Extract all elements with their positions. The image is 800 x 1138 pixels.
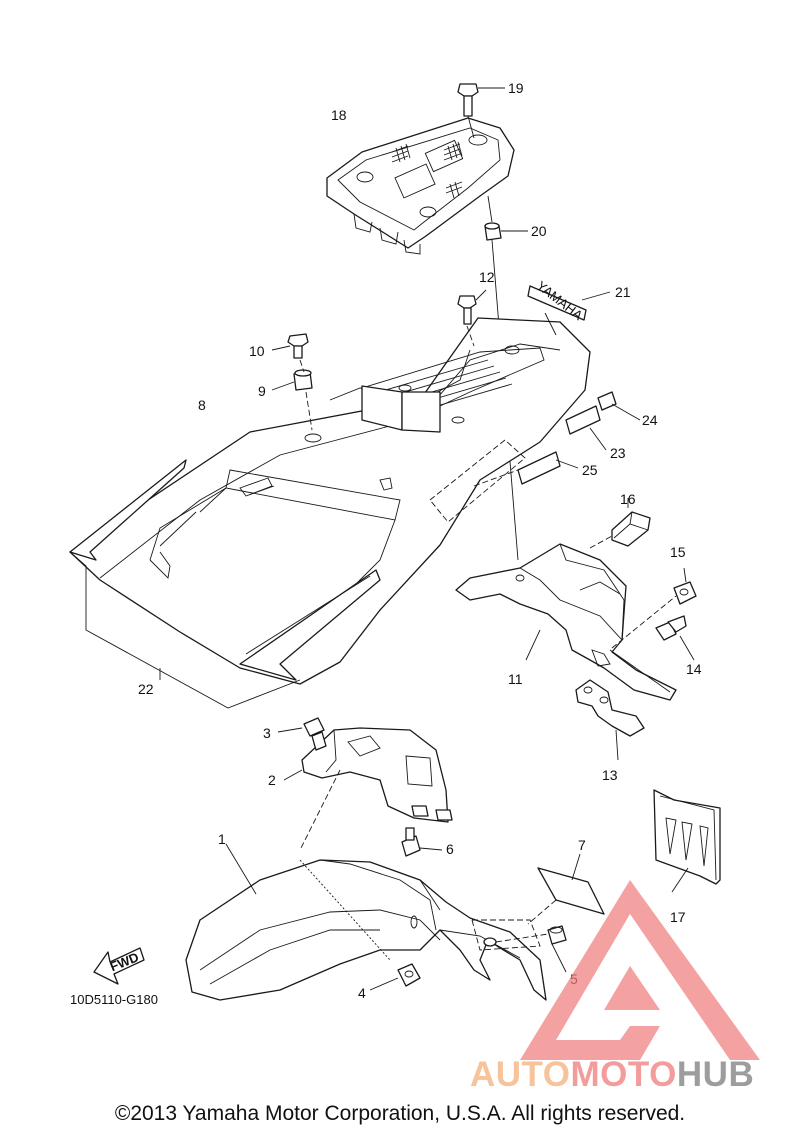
watermark-triangle-icon (520, 880, 760, 1060)
copyright-notice: ©2013 Yamaha Motor Corporation, U.S.A. A… (114, 1102, 686, 1125)
decal-22-outline (69, 551, 301, 709)
rear-flap-11-part (455, 543, 677, 701)
callout-9: 9 (258, 383, 266, 399)
decal-strips-part (429, 391, 641, 523)
fwd-label: FWD (108, 949, 141, 974)
bolt-12-part (457, 289, 487, 347)
label-7-part (527, 853, 605, 925)
nut-15-part (611, 567, 697, 649)
pad-16-part (589, 498, 651, 549)
callout-21: 21 (615, 284, 631, 300)
callout-25: 25 (582, 462, 598, 478)
callout-13: 13 (602, 767, 618, 783)
callout-15: 15 (670, 544, 686, 560)
nut-4-part (369, 963, 421, 991)
callout-14: 14 (686, 661, 702, 677)
bolt-14-part (655, 615, 695, 661)
diagram-code: 10D5110-G180 (70, 992, 158, 1007)
reflector-17-part (653, 789, 721, 893)
callout-2: 2 (268, 772, 276, 788)
bolt-19-part (457, 83, 505, 139)
carrier-part (326, 117, 515, 255)
watermark-hub: HUB (677, 1055, 754, 1094)
callout-7: 7 (578, 837, 586, 853)
bolt-3-part (277, 717, 327, 751)
callout-16: 16 (620, 491, 636, 507)
callout-20: 20 (531, 223, 547, 239)
grommet-5-part (495, 925, 567, 973)
watermark-moto: MOTO (571, 1055, 677, 1094)
callout-24: 24 (642, 412, 658, 428)
callout-22: 22 (138, 681, 154, 697)
bolt-10-part (271, 333, 309, 359)
callout-18: 18 (331, 107, 347, 123)
callout-4: 4 (358, 985, 366, 1001)
watermark-text: AUTOMOTOHUB (470, 1055, 754, 1094)
collar-9-part (271, 359, 313, 431)
callout-3: 3 (263, 725, 271, 741)
callout-23: 23 (610, 445, 626, 461)
callout-1: 1 (218, 831, 226, 847)
callout-19: 19 (508, 80, 524, 96)
fwd-arrow-icon: FWD (93, 947, 145, 985)
bracket-13-part (575, 679, 645, 761)
callout-6: 6 (446, 841, 454, 857)
callout-8: 8 (198, 397, 206, 413)
callout-17: 17 (670, 909, 686, 925)
bracket-2-part (283, 727, 453, 851)
bolt-6-part (401, 827, 443, 857)
rear-cover-part (69, 317, 591, 685)
callout-10: 10 (249, 343, 265, 359)
callout-12: 12 (479, 269, 495, 285)
watermark-logo: AUTOMOTOHUB (470, 880, 760, 1094)
watermark-auto: AUTO (470, 1055, 571, 1094)
rear-fender-1-part (185, 843, 547, 1001)
callout-11: 11 (508, 671, 523, 687)
